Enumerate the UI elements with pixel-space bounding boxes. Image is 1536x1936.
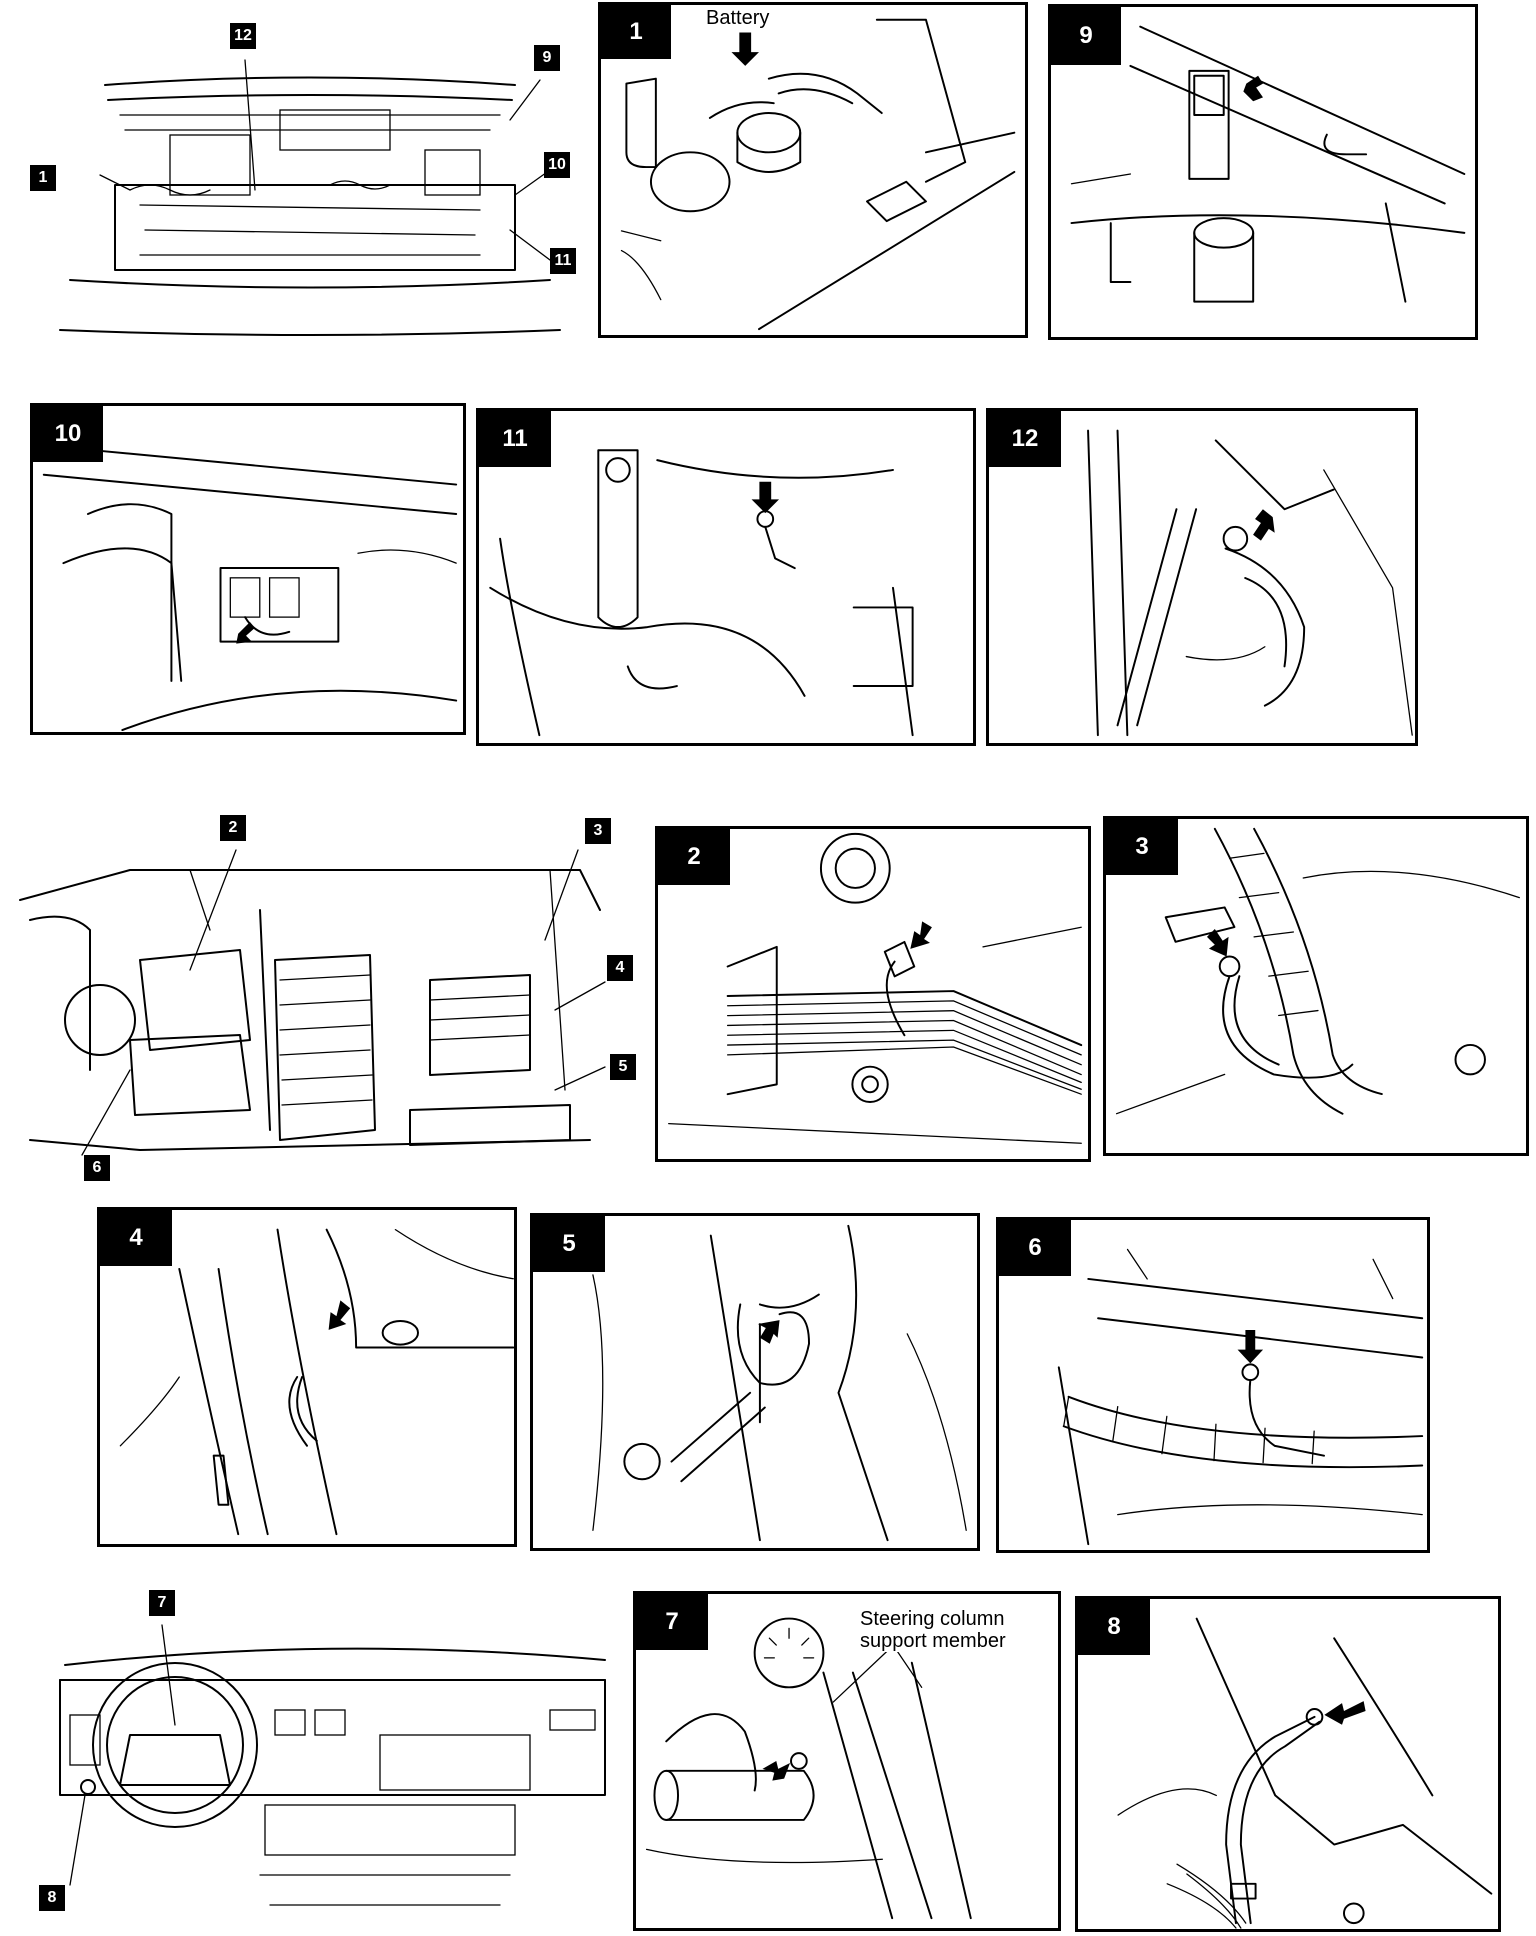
panel-3: 3	[1103, 816, 1529, 1156]
ground-arrow-icon	[751, 481, 780, 514]
interior-overview: 2 3 4 5 6	[10, 810, 636, 1185]
callout-8: 8	[39, 1885, 65, 1911]
panel-number: 1	[601, 5, 671, 59]
panel-number: 9	[1051, 7, 1121, 65]
panel-2: 2	[655, 826, 1091, 1162]
panel-number: 5	[533, 1216, 605, 1272]
panel-number: 3	[1106, 819, 1178, 875]
panel-10: 10	[30, 403, 466, 735]
ground-arrow-icon	[1206, 929, 1229, 957]
panel-7: 7 Steering column support member	[633, 1591, 1061, 1931]
panel-11-drawing	[489, 449, 914, 737]
panel-5: 5	[530, 1213, 980, 1551]
callout-7: 7	[149, 1590, 175, 1616]
ground-arrow-icon	[328, 1300, 351, 1330]
ground-arrow-icon	[1324, 1701, 1366, 1725]
panel-8-drawing	[1117, 1617, 1493, 1929]
ground-arrow-icon	[762, 1761, 791, 1781]
panel-2-drawing	[668, 832, 1083, 1144]
callout-6: 6	[84, 1155, 110, 1181]
dashboard-overview: 7 8	[30, 1585, 615, 1920]
engine-bay-overview: 1 12 9 10 11	[30, 15, 590, 345]
panel-12: 12	[986, 408, 1418, 746]
callout-11: 11	[550, 248, 576, 274]
panel-9: 9	[1048, 4, 1478, 340]
panel-number: 8	[1078, 1599, 1150, 1655]
panel-number: 2	[658, 829, 730, 885]
callout-1: 1	[30, 165, 56, 191]
panel-4-drawing	[119, 1228, 514, 1536]
callout-2: 2	[220, 815, 246, 841]
panel-number: 7	[636, 1594, 708, 1650]
battery-drawing	[620, 18, 1016, 331]
panel-6: 6	[996, 1217, 1430, 1553]
ground-arrow-icon	[1237, 1330, 1264, 1364]
callout-9: 9	[534, 45, 560, 71]
ground-arrow-icon	[236, 622, 255, 644]
panel-9-drawing	[1070, 25, 1466, 303]
panel-7-drawing	[645, 1617, 972, 1920]
panel-11: 11	[476, 408, 976, 746]
ground-arrow-icon	[910, 921, 932, 949]
panel-5-drawing	[592, 1224, 967, 1542]
interior-drawing	[19, 849, 606, 1156]
steering-column-label-line2: support member	[860, 1630, 1006, 1652]
steering-column-label-line1: Steering column	[860, 1608, 1005, 1630]
callout-3: 3	[585, 818, 611, 844]
battery-label: Battery	[706, 7, 770, 29]
panel-4: 4	[97, 1207, 517, 1547]
callout-5: 5	[610, 1054, 636, 1080]
panel-number: 11	[479, 411, 551, 467]
panel-12-drawing	[1087, 429, 1413, 737]
panel-8: 8	[1075, 1596, 1501, 1932]
callout-10: 10	[544, 152, 570, 178]
panel-1: 1 Battery	[598, 2, 1028, 338]
ground-arrow-icon	[1243, 75, 1263, 102]
dashboard-drawing	[59, 1624, 606, 1906]
panel-number: 12	[989, 411, 1061, 467]
panel-6-drawing	[1057, 1248, 1424, 1546]
callout-4: 4	[607, 955, 633, 981]
engine-bay-drawing	[59, 59, 561, 336]
ground-arrow-icon	[757, 1320, 780, 1344]
ground-arrow-icon	[731, 32, 759, 66]
callout-12: 12	[230, 23, 256, 49]
panel-number: 10	[33, 406, 103, 462]
panel-number: 6	[999, 1220, 1071, 1276]
ground-arrow-icon	[1253, 509, 1275, 541]
panel-3-drawing	[1115, 827, 1520, 1115]
panel-number: 4	[100, 1210, 172, 1266]
panel-10-drawing	[42, 449, 458, 732]
